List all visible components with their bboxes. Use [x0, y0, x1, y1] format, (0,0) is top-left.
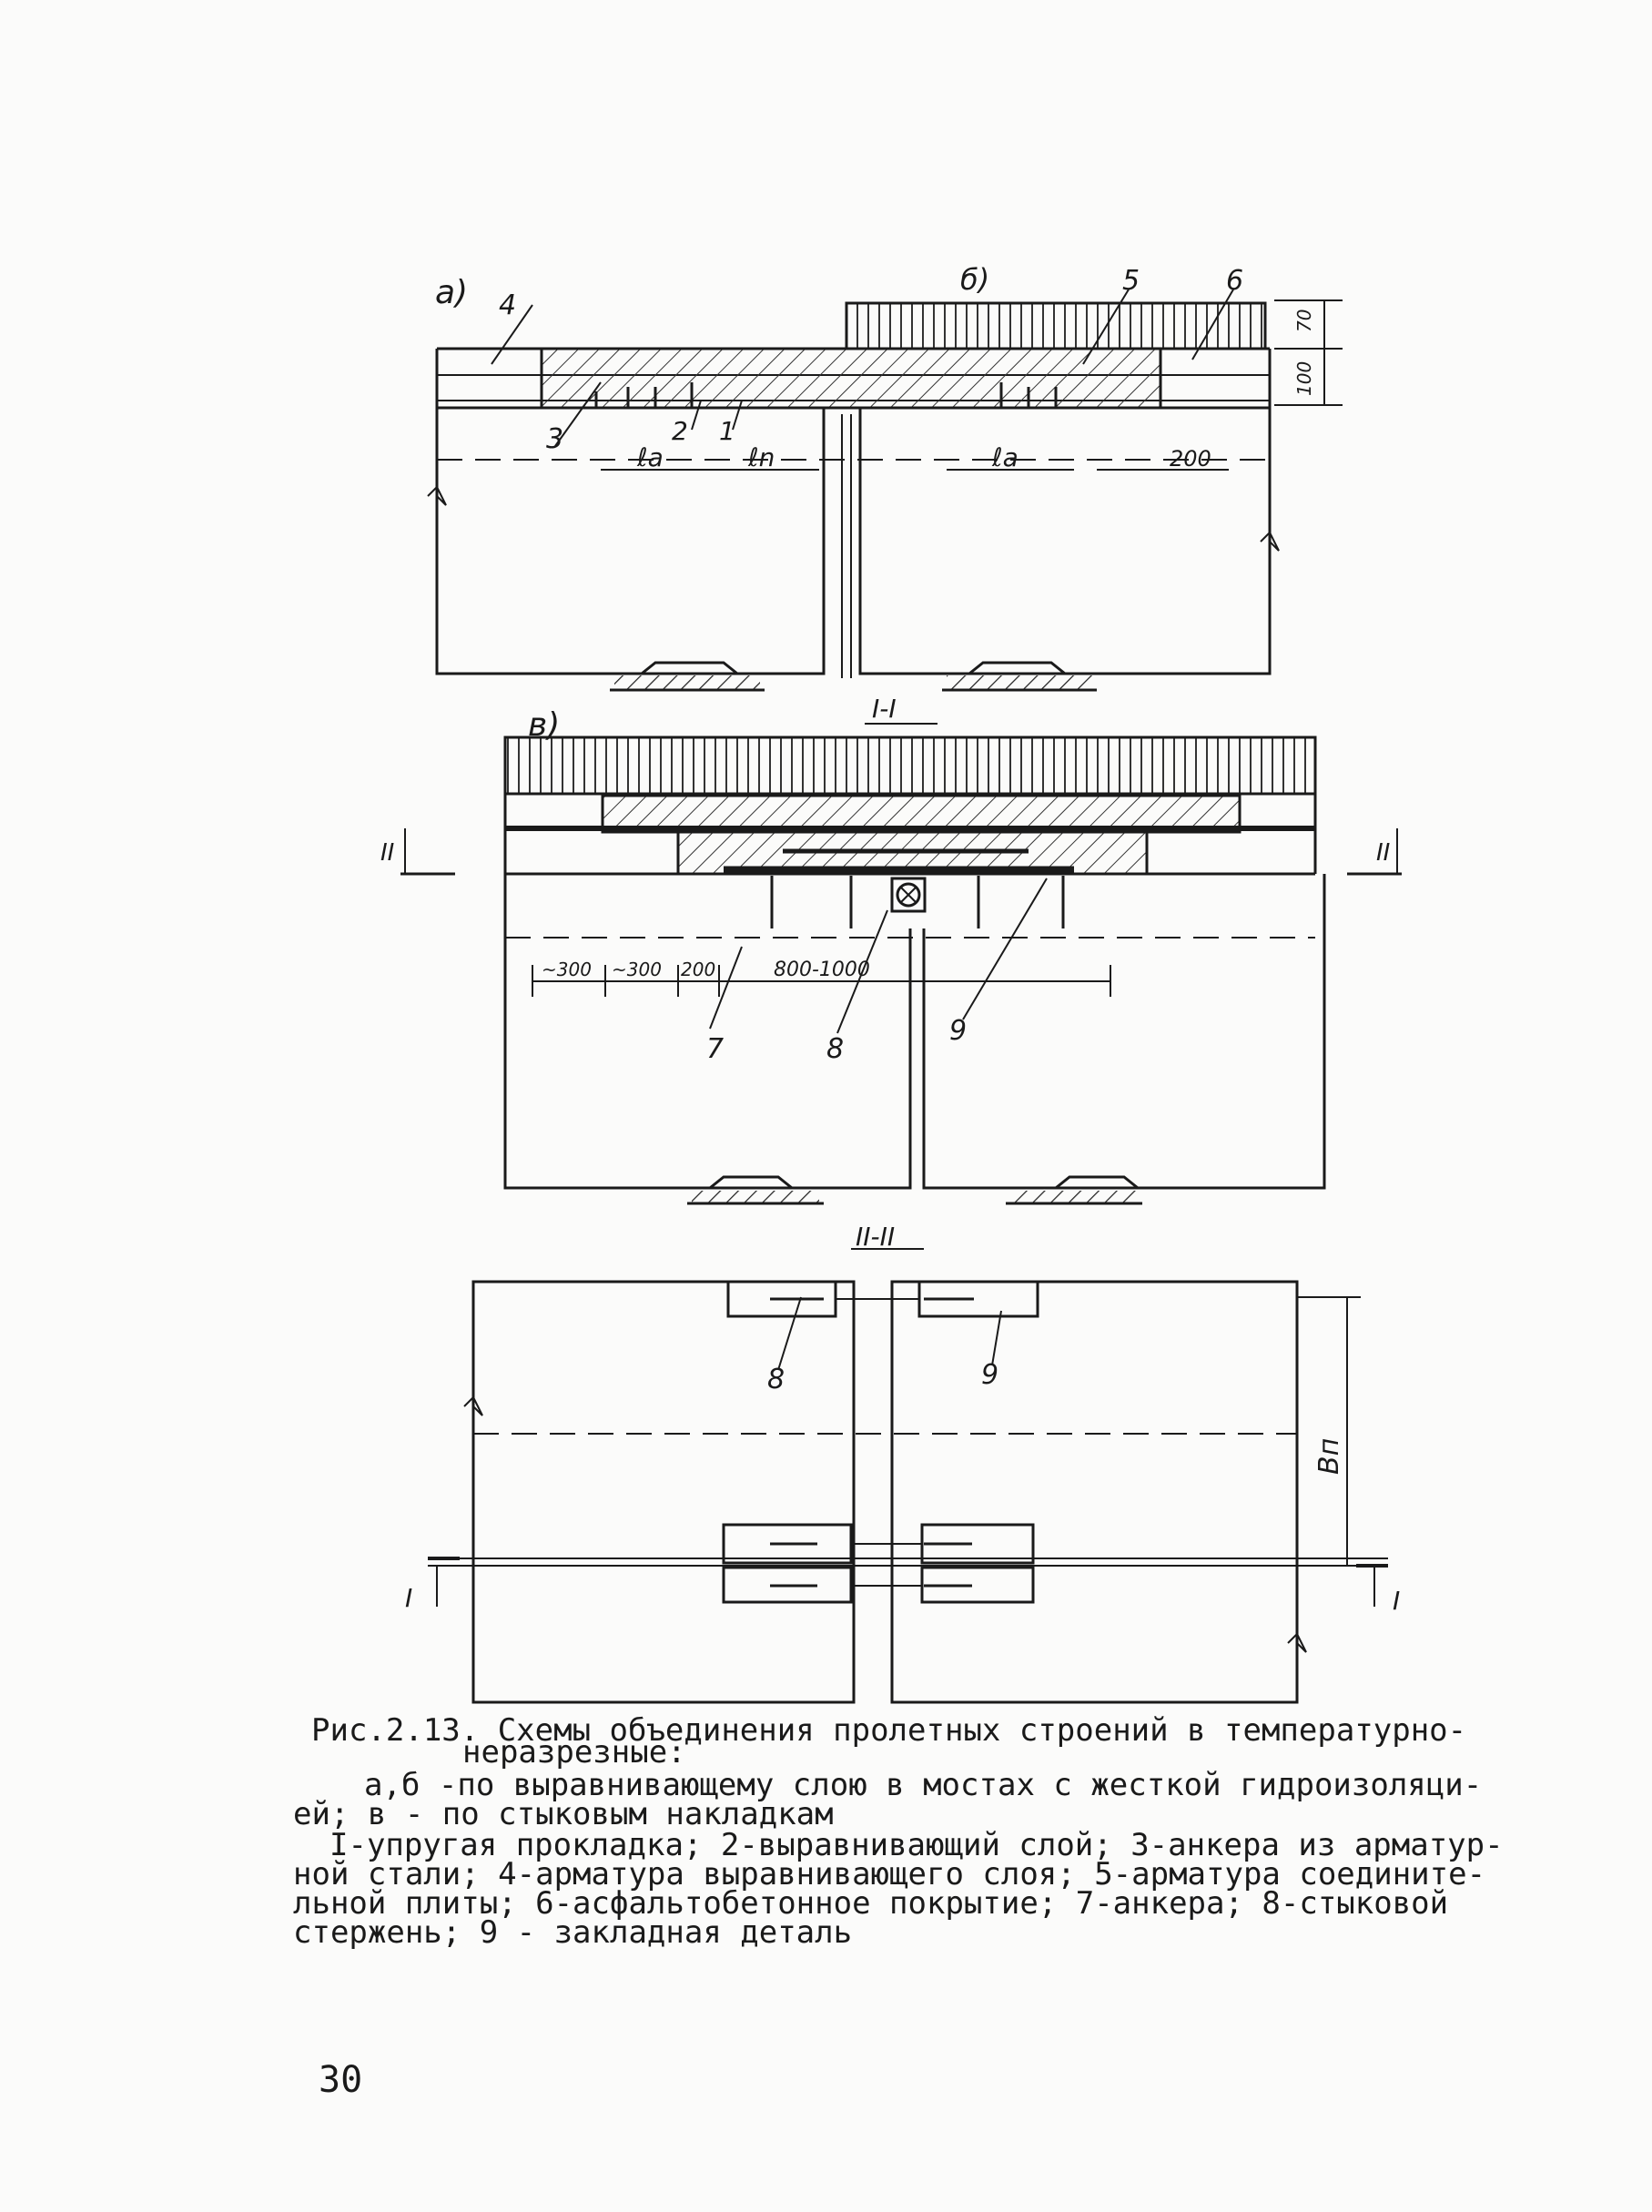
- section-II-II-label: II-II: [856, 1222, 895, 1252]
- page-number: 30: [319, 2059, 363, 2101]
- plan-callout-8: 8: [767, 1364, 785, 1395]
- callout-3: 3: [546, 423, 563, 455]
- section-I-I-label: I-I: [872, 694, 897, 724]
- asphalt-layer-v: [503, 736, 1317, 796]
- asphalt-layer: [845, 301, 1267, 350]
- dim-200: 200: [1170, 446, 1211, 472]
- caption-legend-1: I-упругая прокладка; 2-выравнивающий сло…: [329, 1827, 1504, 1863]
- figure-plan-labels: II-II 8 9 I I Bп: [405, 1222, 1400, 1616]
- figure-plan: [428, 1248, 1388, 1704]
- figure-a-b: [427, 289, 1343, 692]
- dim-la-right: ℓa: [991, 442, 1019, 472]
- callout-1: 1: [719, 416, 735, 446]
- caption-title-cont: неразрезные:: [462, 1734, 686, 1771]
- dim-200-v: 200: [681, 959, 715, 980]
- panel-label-v: в): [528, 706, 560, 744]
- dim-ln: ℓn: [747, 442, 775, 472]
- figure-v-labels: I-I в) II II ~300 ~300 200 800-1000 7 8 …: [380, 694, 1390, 1065]
- caption-title: Рис.2.13. Схемы объединения пролетных ст…: [311, 1712, 1467, 1749]
- callout-9: 9: [949, 1015, 967, 1047]
- callout-7: 7: [706, 1033, 724, 1065]
- cut-II-left: II: [380, 839, 394, 867]
- panel-label-b: б): [960, 262, 989, 297]
- caption-legend-4: стержень; 9 - закладная деталь: [293, 1914, 853, 1951]
- dim-300-a: ~300: [542, 959, 592, 980]
- cut-II-right: II: [1376, 839, 1390, 867]
- figure-a-b-labels: а) б) 4 3 2 1 5 6 ℓa ℓn ℓa 200 70 100: [435, 262, 1315, 472]
- caption-legend-3: льной плиты; 6-асфальтобетонное покрытие…: [293, 1885, 1449, 1922]
- callout-4: 4: [499, 289, 516, 321]
- caption-line-v: ей; в - по стыковым накладкам: [293, 1796, 834, 1832]
- callout-5: 5: [1122, 265, 1140, 297]
- callout-8: 8: [826, 1033, 844, 1065]
- cut-I-left: I: [405, 1583, 412, 1613]
- figure-v: [400, 723, 1402, 1205]
- caption-line-ab: а,б -по выравнивающему слою в мостах с ж…: [364, 1767, 1483, 1803]
- width-Bn-label: Bп: [1313, 1438, 1345, 1475]
- dim-70: 70: [1293, 309, 1315, 332]
- dim-800-1000: 800-1000: [774, 959, 870, 981]
- panel-label-a: а): [435, 274, 468, 311]
- callout-6: 6: [1226, 265, 1243, 297]
- caption-legend-2: ной стали; 4-арматура выравнивающего сло…: [293, 1856, 1486, 1892]
- levelling-layer: [540, 347, 1162, 410]
- callout-2: 2: [672, 416, 688, 446]
- dim-100: 100: [1293, 361, 1315, 396]
- plan-callout-9: 9: [981, 1359, 998, 1391]
- dim-la-left: ℓa: [636, 442, 664, 472]
- dim-300-b: ~300: [612, 959, 662, 980]
- cut-I-right: I: [1393, 1586, 1400, 1616]
